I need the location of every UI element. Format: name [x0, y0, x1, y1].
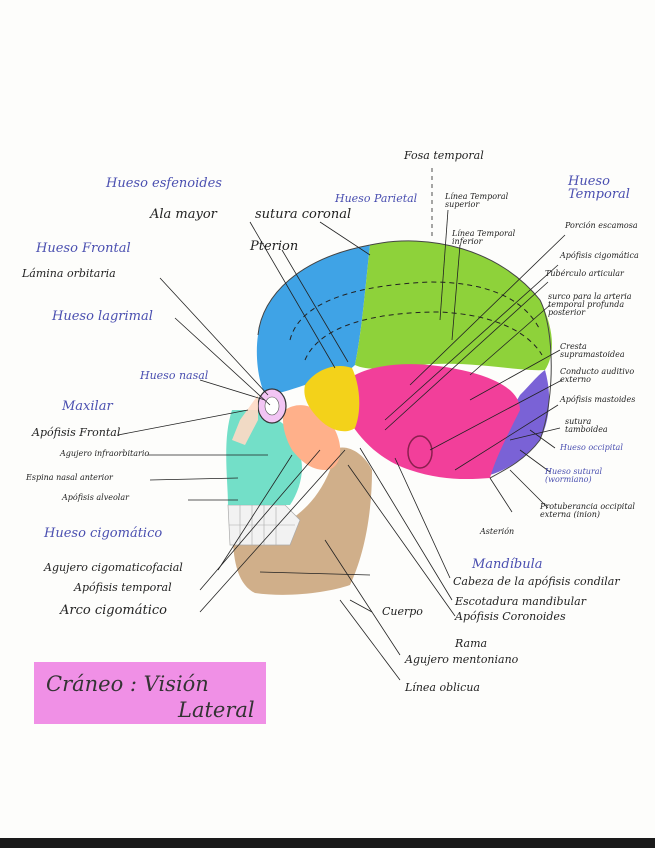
label-apofisis-frontal: Apófisis Frontal: [32, 426, 121, 439]
label-asterion: Asterión: [480, 527, 515, 536]
label-protuberancia: Protuberancia occipital externa (inion): [540, 502, 635, 519]
title-line-1: Cráneo : Visión: [46, 672, 209, 696]
label-cuerpo: Cuerpo: [382, 605, 423, 618]
label-hueso-parietal: Hueso Parietal: [335, 192, 418, 205]
label-hueso-occipital: Hueso occipital: [560, 443, 623, 452]
label-tuberculo-articular: Tubérculo articular: [545, 269, 624, 278]
mandible-bone: [232, 447, 372, 595]
label-sutura-tamboidea: sutura tamboidea: [565, 417, 608, 434]
label-agujero-mentoniano: Agujero mentoniano: [405, 653, 519, 666]
label-hueso-cigomatico: Hueso cigomático: [44, 526, 163, 541]
label-hueso-temporal: Hueso Temporal: [568, 174, 630, 202]
label-espina-nasal: Espina nasal anterior: [26, 473, 113, 482]
label-apofisis-mastoides: Apófisis mastoides: [560, 395, 636, 404]
label-agujero-infraorbitario: Agujero infraorbitario: [60, 449, 150, 458]
parietal-bone: [355, 240, 552, 371]
frontal-bone: [256, 245, 370, 395]
title-highlight: [34, 662, 266, 724]
label-cresta-supramastoidea: Cresta supramastoidea: [560, 342, 625, 359]
label-apofisis-coronoides: Apófisis Coronoides: [455, 610, 566, 623]
label-arco-cigomatico: Arco cigomático: [60, 603, 167, 618]
label-apofisis-cigomatica: Apófisis cigomática: [560, 251, 639, 260]
label-rama: Rama: [455, 637, 488, 650]
label-fosa-temporal: Fosa temporal: [404, 149, 484, 162]
label-ala-mayor: Ala mayor: [150, 207, 217, 222]
label-conducto-auditivo: Conducto auditivo externo: [560, 367, 635, 384]
label-agujero-cigomaticofacial: Agujero cigomaticofacial: [44, 561, 183, 574]
label-hueso-nasal: Hueso nasal: [140, 369, 209, 382]
label-apofisis-temporal: Apófisis temporal: [74, 581, 172, 594]
label-lamina-orbitaria: Lámina orbitaria: [22, 267, 116, 280]
label-apofisis-alveolar: Apófisis alveolar: [62, 493, 129, 502]
label-linea-temporal-inferior: Línea Temporal inferior: [452, 229, 516, 246]
sphenoid-bone: [304, 365, 360, 432]
occipital-bone: [490, 370, 550, 475]
label-escotadura-mandibular: Escotadura mandibular: [455, 595, 586, 608]
label-hueso-frontal: Hueso Frontal: [36, 241, 131, 256]
label-linea-oblicua: Línea oblicua: [405, 681, 480, 694]
label-porcion-escamosa: Porción escamosa: [565, 221, 638, 230]
label-maxilar: Maxilar: [62, 399, 113, 414]
scan-edge: [0, 838, 655, 848]
label-pterion: Pterion: [250, 239, 299, 254]
label-mandibula: Mandíbula: [472, 557, 543, 572]
label-sutura-coronal: sutura coronal: [255, 207, 352, 222]
label-linea-temporal-superior: Línea Temporal superior: [445, 192, 509, 209]
label-surco-arteria: surco para la arteria temporal profunda …: [548, 292, 632, 317]
title-line-2: Lateral: [178, 698, 255, 722]
temporal-bone: [347, 364, 520, 480]
nasal-bone: [232, 395, 258, 445]
ear-canal: [407, 435, 433, 469]
label-hueso-esfenoides: Hueso esfenoides: [106, 176, 222, 191]
label-cabeza-condilar: Cabeza de la apófisis condilar: [453, 575, 620, 588]
label-hueso-sutural: Hueso sutural (wormiano): [545, 467, 603, 484]
label-hueso-lagrimal: Hueso lagrimal: [52, 309, 153, 324]
leader-lines: [117, 209, 566, 681]
